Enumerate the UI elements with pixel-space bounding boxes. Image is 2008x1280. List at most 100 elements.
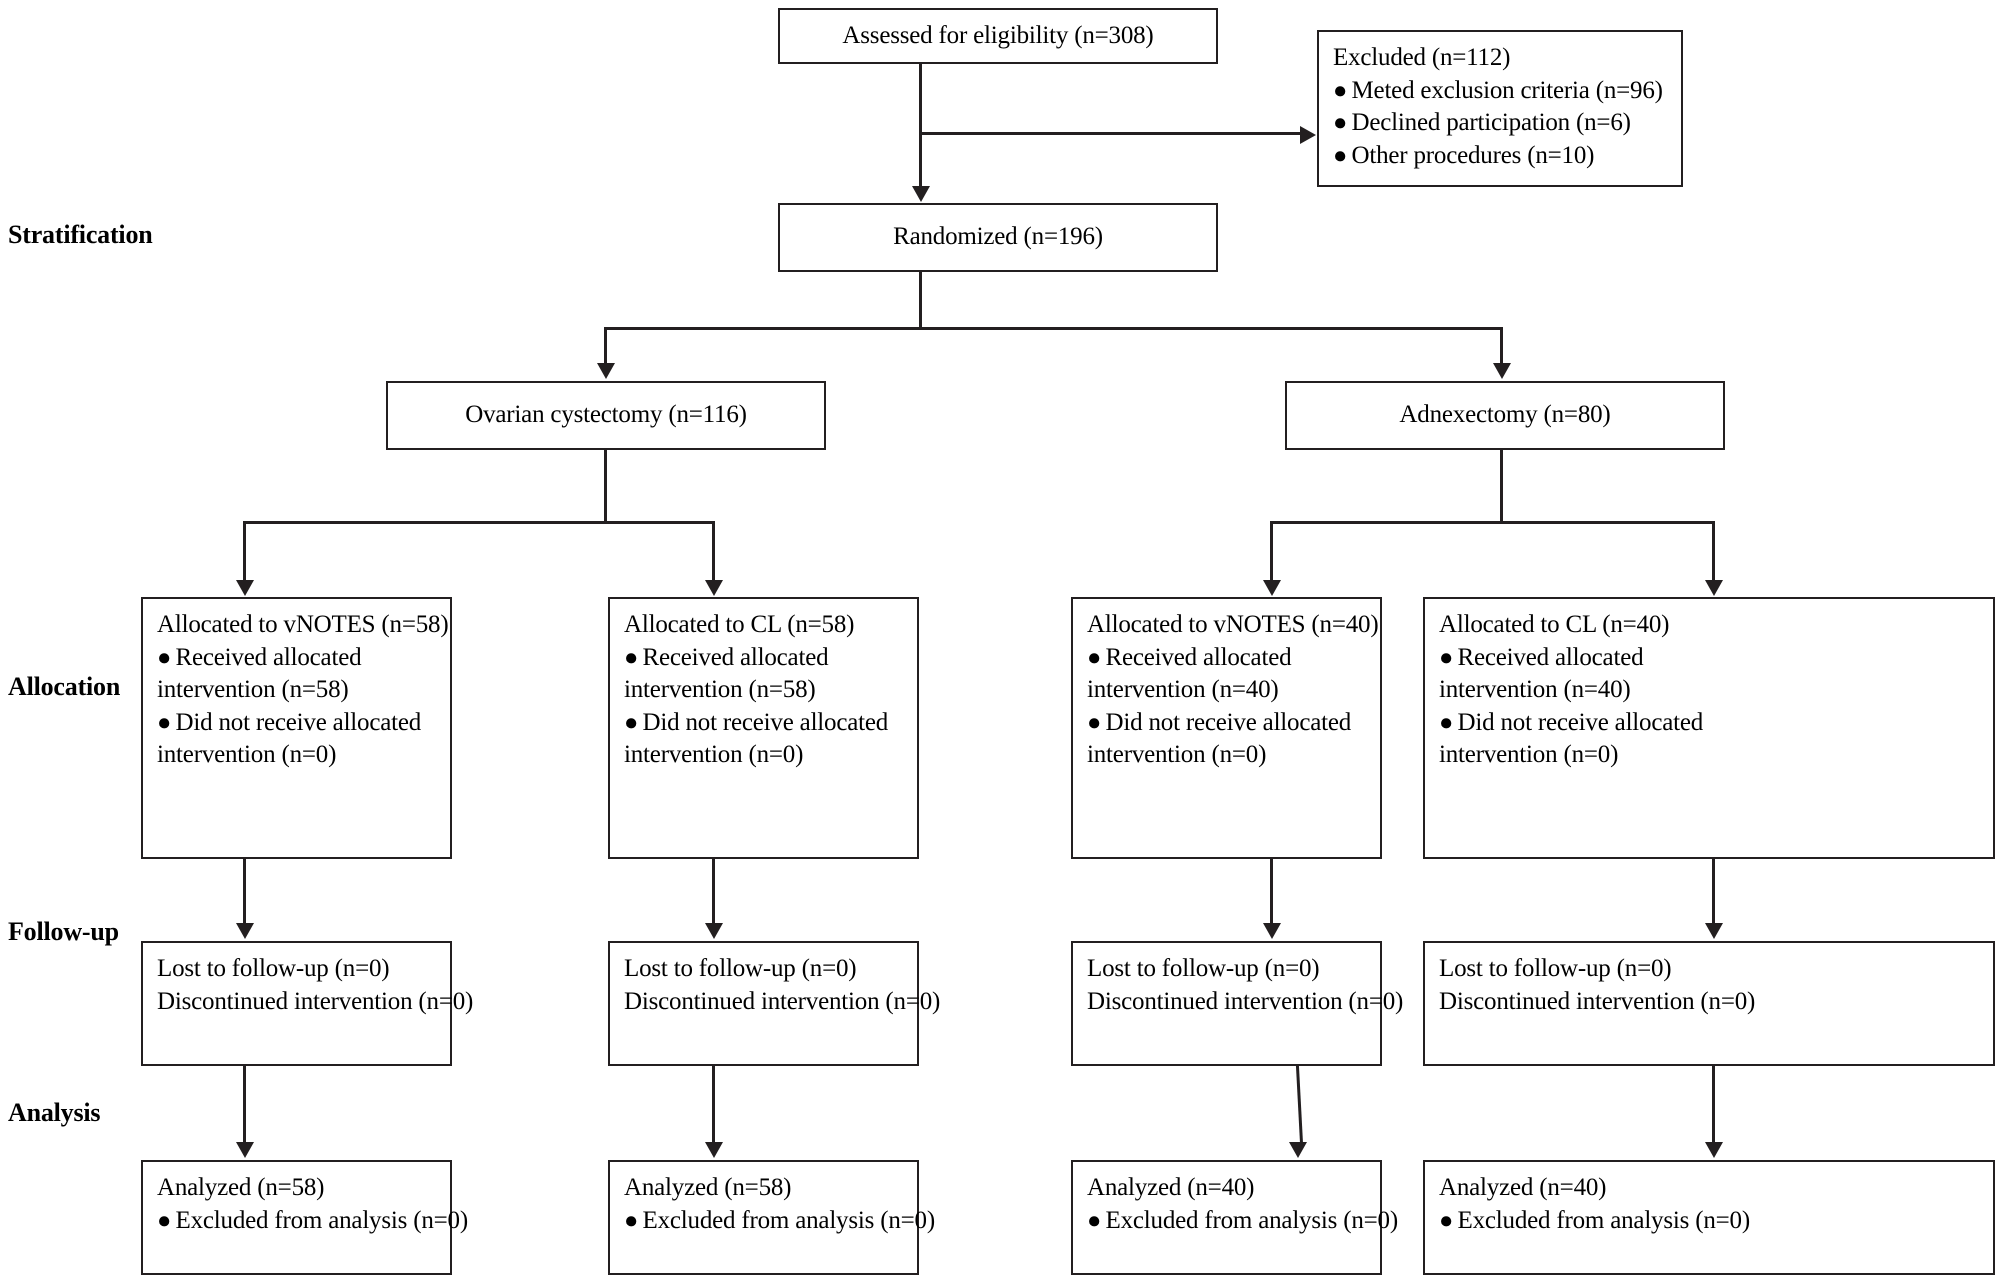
box-analysis-adnex-cl: Analyzed (n=40) ●Excluded from analysis … <box>1423 1160 1995 1275</box>
connector-ovarian-stem <box>604 450 607 524</box>
followup-discontinued: Discontinued intervention (n=0) <box>157 987 474 1015</box>
stage-label-analysis: Analysis <box>8 1098 101 1127</box>
stratum-adnexectomy-label: Adnexectomy (n=80) <box>1399 401 1611 429</box>
excluded-reason-1-label: Declined participation (n=6) <box>1351 109 1631 136</box>
allocation-title: Allocated to vNOTES (n=58) <box>157 611 449 638</box>
allocation-not-received-label: Did not receive allocated <box>175 708 422 736</box>
analysis-excluded-label: Excluded from analysis (n=0) <box>175 1206 469 1234</box>
box-followup-ovarian-cl: Lost to follow-up (n=0) Discontinued int… <box>608 941 941 1066</box>
allocation-received-cont: intervention (n=40) <box>1439 676 1631 703</box>
box-analysis-adnex-vnotes: Analyzed (n=40) ●Excluded from analysis … <box>1071 1160 1398 1275</box>
excluded-reason-0-label: Meted exclusion criteria (n=96) <box>1351 76 1663 104</box>
connector-to-arm-ovarian-cl <box>712 521 715 582</box>
arrowhead-allocation-to-followup-2 <box>705 923 723 939</box>
allocation-received-cont: intervention (n=58) <box>157 676 349 703</box>
allocation-title: Allocated to vNOTES (n=40) <box>1087 611 1379 638</box>
connector-adnex-stem <box>1500 450 1503 524</box>
bullet-icon: ● <box>1333 110 1348 136</box>
followup-lost: Lost to follow-up (n=0) <box>1087 955 1320 982</box>
allocation-received-label: Received allocated <box>175 643 362 671</box>
bullet-icon: ● <box>1087 709 1102 736</box>
analysis-excluded: ●Excluded from analysis (n=0) <box>624 1205 935 1238</box>
allocation-received-cont: intervention (n=40) <box>1087 676 1279 703</box>
allocation-not-received: ●Did not receive allocated <box>1439 707 1981 740</box>
excluded-title: Excluded (n=112) <box>1333 44 1511 71</box>
allocation-received: ●Received allocated <box>157 642 438 675</box>
arrowhead-to-ovarian-cystectomy <box>597 363 615 379</box>
arrowhead-followup-to-analysis-1 <box>236 1142 254 1158</box>
arrowhead-allocation-to-followup-1 <box>236 923 254 939</box>
connector-followup-to-analysis-4 <box>1712 1066 1715 1144</box>
box-excluded: Excluded (n=112) ●Meted exclusion criter… <box>1317 30 1683 187</box>
bullet-icon: ● <box>1439 709 1454 736</box>
connector-allocation-to-followup-3 <box>1270 859 1273 925</box>
analysis-excluded-label: Excluded from analysis (n=0) <box>642 1206 936 1234</box>
box-allocation-adnex-cl: Allocated to CL (n=40) ●Received allocat… <box>1423 597 1995 859</box>
allocation-received-cont: intervention (n=58) <box>624 676 816 703</box>
box-stratum-ovarian-cystectomy: Ovarian cystectomy (n=116) <box>386 381 826 450</box>
connector-followup-to-analysis-3 <box>1295 1066 1304 1144</box>
bullet-icon: ● <box>157 644 172 671</box>
box-allocation-ovarian-vnotes: Allocated to vNOTES (n=58) ●Received all… <box>141 597 452 859</box>
randomized-label: Randomized (n=196) <box>893 223 1103 251</box>
connector-to-arm-adnex-vnotes <box>1270 521 1273 582</box>
connector-allocation-to-followup-4 <box>1712 859 1715 925</box>
stage-label-follow-up: Follow-up <box>8 917 119 946</box>
analysis-excluded: ●Excluded from analysis (n=0) <box>1439 1205 1981 1238</box>
analysis-excluded-label: Excluded from analysis (n=0) <box>1457 1206 1751 1234</box>
allocation-not-received: ●Did not receive allocated <box>157 707 438 740</box>
arrowhead-assessed-to-randomized <box>912 186 930 202</box>
allocation-not-received-cont: intervention (n=0) <box>624 741 804 768</box>
assessed-label: Assessed for eligibility (n=308) <box>842 21 1154 49</box>
box-followup-adnex-vnotes: Lost to follow-up (n=0) Discontinued int… <box>1071 941 1404 1066</box>
bullet-icon: ● <box>1333 142 1348 169</box>
box-allocation-adnex-vnotes: Allocated to vNOTES (n=40) ●Received all… <box>1071 597 1382 859</box>
allocation-not-received-label: Did not receive allocated <box>1457 708 1704 736</box>
allocation-not-received: ●Did not receive allocated <box>1087 707 1368 740</box>
connector-followup-to-analysis-2 <box>712 1066 715 1144</box>
allocation-not-received-cont: intervention (n=0) <box>1439 741 1619 768</box>
connector-to-arm-ovarian-vnotes <box>243 521 246 582</box>
allocation-received: ●Received allocated <box>624 642 905 675</box>
connector-allocation-to-followup-1 <box>243 859 246 925</box>
allocation-received-label: Received allocated <box>1457 643 1644 671</box>
allocation-title: Allocated to CL (n=58) <box>624 611 855 638</box>
arrowhead-to-arm-ovarian-cl <box>705 580 723 596</box>
bullet-icon: ● <box>157 709 172 736</box>
box-allocation-ovarian-cl: Allocated to CL (n=58) ●Received allocat… <box>608 597 919 859</box>
bullet-icon: ● <box>1087 644 1102 671</box>
connector-ovarian-split-bar <box>243 521 715 524</box>
analysis-excluded: ●Excluded from analysis (n=0) <box>1087 1205 1398 1238</box>
excluded-reason-2: ●Other procedures (n=10) <box>1333 140 1669 173</box>
box-assessed-for-eligibility: Assessed for eligibility (n=308) <box>778 8 1218 64</box>
followup-lost: Lost to follow-up (n=0) <box>624 955 857 982</box>
analysis-excluded: ●Excluded from analysis (n=0) <box>157 1205 468 1238</box>
allocation-received-label: Received allocated <box>1105 643 1292 671</box>
allocation-title: Allocated to CL (n=40) <box>1439 611 1670 638</box>
connector-assessed-to-randomized <box>919 64 922 188</box>
bullet-icon: ● <box>1087 1207 1102 1234</box>
box-followup-adnex-cl: Lost to follow-up (n=0) Discontinued int… <box>1423 941 1995 1066</box>
arrowhead-assessed-to-excluded <box>1300 126 1316 144</box>
connector-assessed-to-excluded <box>919 132 1302 135</box>
bullet-icon: ● <box>1439 644 1454 671</box>
bullet-icon: ● <box>1439 1207 1454 1234</box>
followup-lost: Lost to follow-up (n=0) <box>1439 955 1672 982</box>
connector-followup-to-analysis-1 <box>243 1066 246 1144</box>
arrowhead-to-arm-adnex-vnotes <box>1263 580 1281 596</box>
connector-to-adnexectomy <box>1500 327 1503 365</box>
arrowhead-to-arm-adnex-cl <box>1705 580 1723 596</box>
box-analysis-ovarian-vnotes: Analyzed (n=58) ●Excluded from analysis … <box>141 1160 468 1275</box>
connector-randomized-split-bar <box>604 327 1503 330</box>
bullet-icon: ● <box>157 1207 172 1234</box>
stage-label-stratification: Stratification <box>8 220 153 249</box>
arrowhead-to-adnexectomy <box>1493 363 1511 379</box>
allocation-received: ●Received allocated <box>1439 642 1981 675</box>
followup-discontinued: Discontinued intervention (n=0) <box>624 987 941 1015</box>
connector-adnex-split-bar <box>1270 521 1715 524</box>
allocation-not-received-cont: intervention (n=0) <box>1087 741 1267 768</box>
allocation-received-label: Received allocated <box>642 643 829 671</box>
arrowhead-followup-to-analysis-4 <box>1705 1142 1723 1158</box>
followup-discontinued: Discontinued intervention (n=0) <box>1087 987 1404 1015</box>
